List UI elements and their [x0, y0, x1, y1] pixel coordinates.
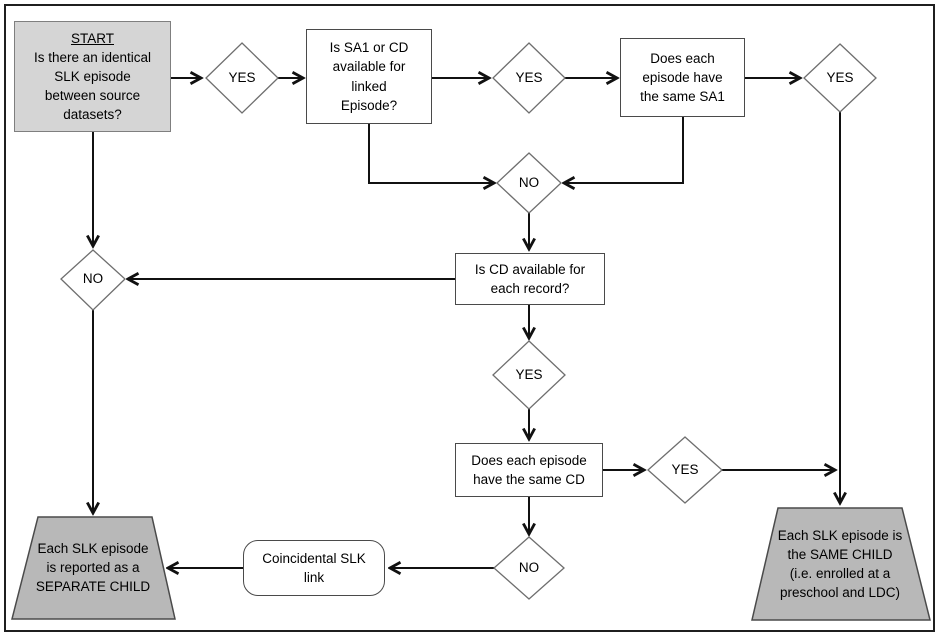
decision-diamond-yes1: [205, 42, 279, 114]
terminator-same-child-shape: [751, 507, 931, 621]
connector-group: [93, 78, 840, 568]
decision-diamond-yes3: [803, 43, 877, 113]
decision-diamond-yes2: [492, 42, 566, 114]
terminator-separate-child-shape: [11, 516, 176, 620]
decision-diamond-group: [60, 42, 877, 600]
decision-diamond-yes6: [492, 340, 566, 410]
question-cd-each-record: Is CD available for each record?: [455, 253, 605, 305]
connector-qsa1cd-to-no4: [368, 124, 494, 183]
question-same-sa1: Does each episode have the same SA1: [620, 38, 745, 117]
decision-diamond-no4: [496, 152, 562, 214]
question-sa1-cd-available: Is SA1 or CD available for linked Episod…: [306, 29, 432, 124]
question-same-cd: Does each episode have the same CD: [455, 443, 603, 497]
start-heading: START: [70, 30, 114, 46]
coincidental-slk-link-node: Coincidental SLK link: [243, 540, 385, 596]
decision-diamond-no8: [493, 536, 565, 600]
connector-qsamesa1-to-no4: [564, 117, 684, 183]
decision-diamond-yes7: [647, 436, 723, 504]
start-question: Is there an identical SLK episode betwee…: [33, 49, 152, 123]
start-node: START Is there an identical SLK episode …: [14, 21, 171, 132]
decision-diamond-no5: [60, 249, 126, 311]
terminator-group: [11, 507, 931, 621]
